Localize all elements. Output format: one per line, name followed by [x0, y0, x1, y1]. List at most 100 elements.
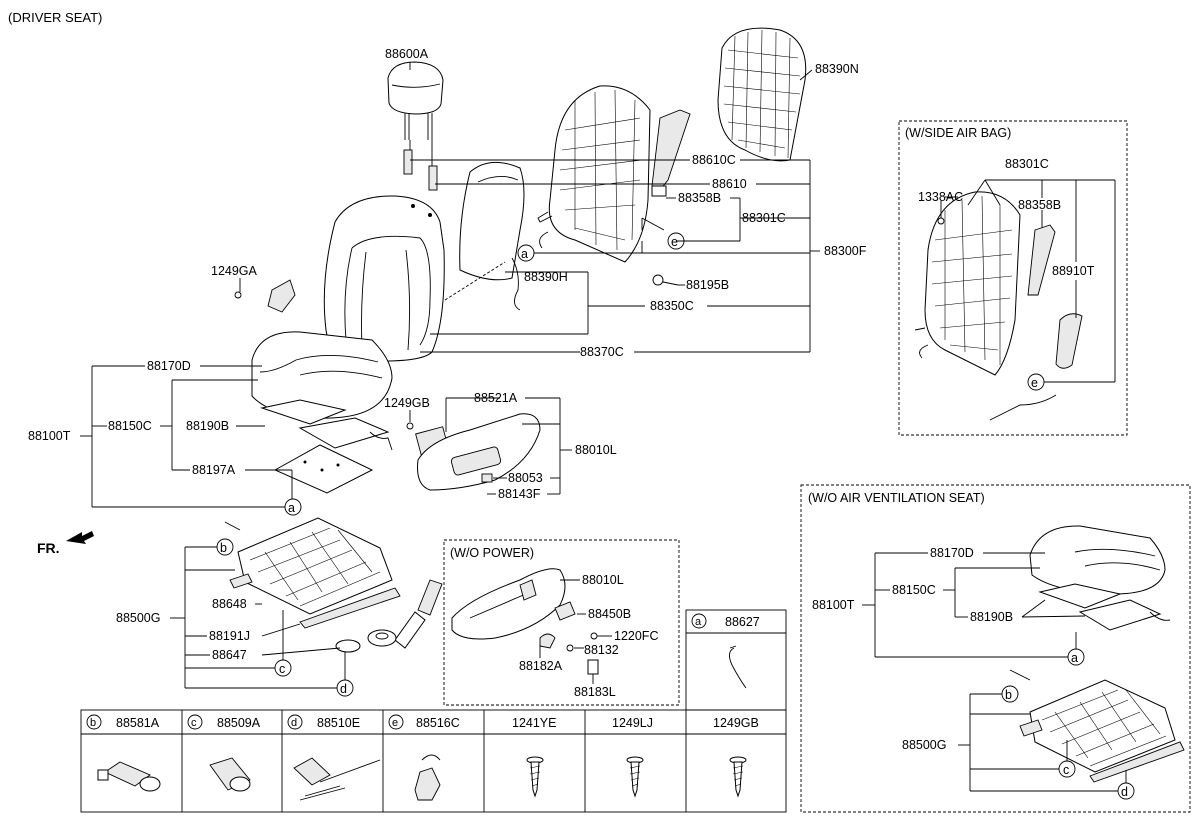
label-88195B: 88195B	[686, 278, 729, 292]
table-cell-0-part: 88581A	[116, 716, 160, 730]
cushion-mat-drawing	[273, 444, 374, 494]
label-88150C: 88150C	[108, 419, 152, 433]
callout-d-letter: d	[340, 682, 347, 696]
front-direction-arrow-icon: FR.	[37, 531, 94, 556]
screw-1249GB-icon	[729, 756, 747, 798]
av-callout-d-letter: d	[1121, 785, 1128, 799]
sab-label-88301C: 88301C	[1005, 157, 1049, 171]
headrest-guide-drawing	[403, 149, 438, 191]
label-88300F: 88300F	[824, 244, 867, 258]
headrest-drawing	[387, 61, 444, 140]
part-a-letter: a	[695, 616, 702, 628]
av-label-88170D: 88170D	[930, 546, 974, 560]
label-88648: 88648	[212, 597, 247, 611]
wo-power-title: (W/O POWER)	[450, 546, 534, 560]
parts-table: b 88581A c 88509A d 88510E e 88516C 1241…	[80, 709, 787, 813]
fr-label: FR.	[37, 540, 60, 556]
sab-label-1338AC: 1338AC	[918, 190, 963, 204]
av-label-88500G: 88500G	[902, 738, 946, 752]
label-88350C: 88350C	[650, 299, 694, 313]
side-cover-drawing	[417, 413, 541, 491]
side-air-bag-title: (W/SIDE AIR BAG)	[905, 126, 1011, 140]
diagram-title: (DRIVER SEAT)	[8, 10, 102, 25]
clip-88516C-drawing	[414, 754, 441, 801]
label-1249GB: 1249GB	[384, 396, 430, 410]
seat-track-drawing	[229, 517, 401, 629]
label-88143F: 88143F	[498, 487, 541, 501]
back-board-drawing	[717, 27, 807, 162]
table-cell-1-part: 88509A	[217, 716, 261, 730]
wo-air-vent-box: (W/O AIR VENTILATION SEAT) a b c d	[800, 484, 1191, 813]
seatback-frame-drawing	[537, 85, 651, 263]
label-88370C: 88370C	[580, 345, 624, 359]
wp-label-88183L: 88183L	[574, 685, 616, 699]
seat-cushion-drawing	[251, 331, 393, 419]
table-cell-3-part: 88516C	[416, 716, 460, 730]
bracket-1249GA-drawing	[234, 279, 296, 313]
label-88100T: 88100T	[28, 429, 71, 443]
av-callout-c-letter: c	[1063, 763, 1069, 777]
callout-a-letter: a	[288, 501, 295, 515]
motor-88581A-drawing	[97, 761, 161, 792]
av-label-88190B: 88190B	[970, 610, 1013, 624]
wo-power-box: (W/O POWER) 88010L 88450B 1220FC 88132 8…	[443, 539, 680, 706]
wp-label-88010L: 88010L	[582, 573, 624, 587]
table-cell-5-part: 1249LJ	[612, 716, 653, 730]
motor-88510E-drawing	[293, 757, 381, 801]
table-cell-2-part: 88510E	[317, 716, 360, 730]
table-cell-6-part: 1249GB	[713, 716, 759, 730]
callout-e-letter: e	[671, 235, 678, 249]
cushion-pad-drawing	[260, 399, 393, 451]
label-88170D: 88170D	[147, 359, 191, 373]
label-88301C: 88301C	[742, 211, 786, 225]
part-a-box: a 88627	[685, 609, 787, 711]
screw-1241YE-icon	[526, 756, 544, 798]
label-88190B: 88190B	[186, 419, 229, 433]
screw-1249LJ-icon	[626, 756, 644, 798]
label-88010L: 88010L	[575, 443, 617, 457]
seatback-pad-drawing	[444, 161, 525, 301]
label-88191J: 88191J	[209, 629, 250, 643]
label-88521A: 88521A	[474, 391, 518, 405]
label-88358B: 88358B	[678, 191, 721, 205]
callout-c-track: c	[274, 659, 292, 677]
av-callout-b-letter: b	[1005, 688, 1012, 702]
motor-88509A-drawing	[209, 757, 251, 792]
sab-callout-e-letter: e	[1031, 376, 1038, 390]
av-label-88150C: 88150C	[892, 583, 936, 597]
bolt-88195B-drawing	[652, 274, 679, 286]
label-88610: 88610	[712, 177, 747, 191]
sab-label-88358B: 88358B	[1018, 198, 1061, 212]
sab-label-88910T: 88910T	[1052, 264, 1095, 278]
track-gear-drawing	[335, 629, 397, 653]
wp-label-88182A: 88182A	[519, 659, 563, 673]
wp-label-1220FC: 1220FC	[614, 629, 658, 643]
label-88610C: 88610C	[692, 153, 736, 167]
callout-c-letter: c	[279, 662, 285, 676]
label-88197A: 88197A	[192, 463, 236, 477]
part-a-number: 88627	[725, 615, 760, 629]
table-cell-3-letter: e	[392, 717, 398, 729]
label-88500G: 88500G	[116, 611, 160, 625]
label-88647: 88647	[212, 648, 247, 662]
wp-label-88132: 88132	[584, 643, 619, 657]
track-motor-drawing	[394, 579, 443, 649]
seatback-side-bracket-drawing	[651, 109, 691, 197]
wo-air-vent-title: (W/O AIR VENTILATION SEAT)	[808, 491, 985, 505]
av-callout-a-letter: a	[1071, 651, 1078, 665]
table-cell-1-letter: c	[191, 717, 197, 729]
label-88390H: 88390H	[524, 270, 568, 284]
label-88390N: 88390N	[815, 62, 859, 76]
callout-a-seatback: a	[517, 244, 535, 262]
callout-d-track: d	[336, 679, 354, 697]
label-88053: 88053	[508, 471, 543, 485]
callout-b-letter: b	[220, 541, 227, 555]
table-cell-0-letter: b	[90, 717, 96, 729]
table-cell-2-letter: d	[291, 717, 297, 729]
callout-b-track: b	[216, 538, 234, 556]
side-air-bag-box: (W/SIDE AIR BAG) e 88301C 1338AC 88358B …	[898, 120, 1128, 436]
callout-a-letter: a	[521, 247, 528, 261]
leader-lines-main	[80, 69, 820, 689]
callout-a-cushion: a	[284, 498, 302, 516]
label-88600A: 88600A	[385, 47, 429, 61]
